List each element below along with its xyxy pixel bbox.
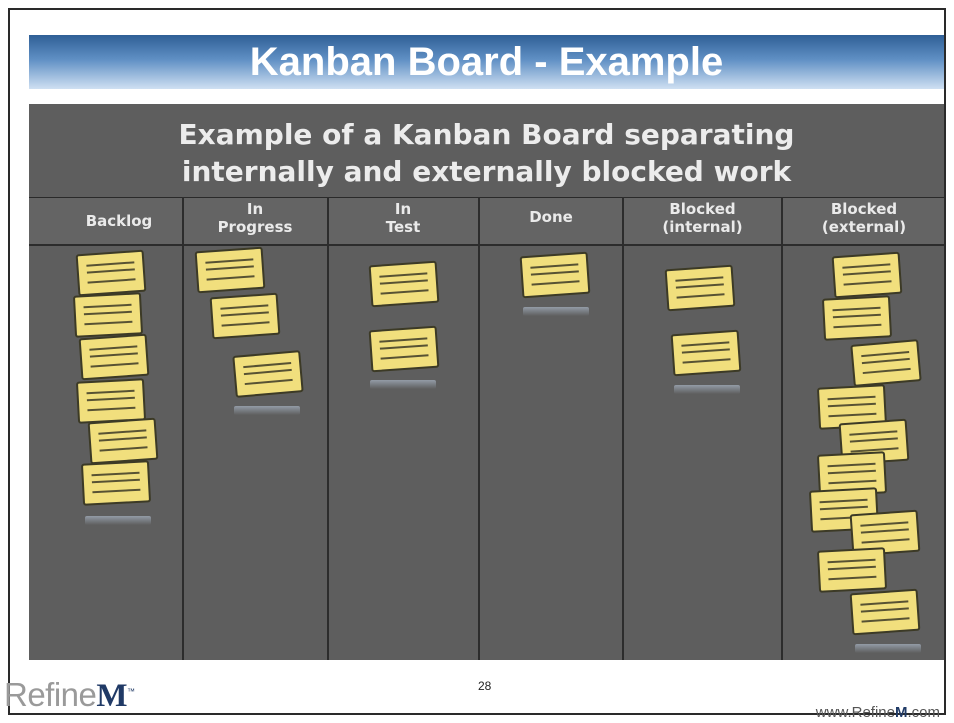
column-label: (internal) — [662, 218, 743, 236]
note-reflection — [234, 406, 300, 415]
sticky-note-card — [816, 547, 888, 593]
column-header-blocked-internal: Blocked (internal) — [625, 200, 780, 236]
sticky-note-card — [368, 260, 440, 308]
sticky-note-card — [232, 350, 304, 398]
slide-title: Kanban Board - Example — [249, 40, 724, 84]
website-url: www.RefineM.com — [816, 704, 940, 721]
title-bar: Kanban Board - Example — [29, 35, 944, 89]
column-label: Done — [529, 208, 573, 226]
note-reflection — [855, 644, 921, 653]
column-header-in-progress: In Progress — [185, 200, 325, 236]
sticky-note-card — [670, 329, 742, 377]
column-header-band — [29, 197, 944, 246]
logo-text: Refine — [4, 676, 97, 713]
column-divider — [182, 197, 184, 660]
column-label: (external) — [821, 218, 907, 236]
trademark-mark: ™ — [127, 687, 135, 696]
column-divider — [327, 197, 329, 660]
column-header-done: Done — [481, 208, 621, 226]
sticky-note-card — [368, 325, 440, 373]
refinem-logo: RefineM™ — [4, 676, 135, 715]
column-label: Backlog — [85, 212, 153, 230]
page-number: 28 — [478, 679, 492, 693]
board-title-line-2: internally and externally blocked work — [181, 155, 792, 188]
sticky-note-card — [87, 417, 159, 465]
column-header-in-test: In Test — [330, 200, 476, 236]
sticky-note-card — [664, 264, 736, 312]
column-divider — [622, 197, 624, 660]
sticky-note-card — [831, 251, 903, 299]
sticky-note-card — [75, 249, 147, 297]
column-label: Test — [385, 218, 421, 236]
note-reflection — [674, 385, 740, 394]
sticky-note-card — [78, 333, 150, 381]
note-reflection — [85, 516, 151, 525]
sticky-note-card — [72, 292, 144, 338]
column-label: In — [394, 200, 412, 218]
website-suffix: .com — [907, 704, 940, 721]
column-header-blocked-external: Blocked (external) — [784, 200, 944, 236]
column-header-backlog: Backlog — [59, 212, 179, 230]
website-prefix: www.Refine — [815, 704, 895, 721]
column-label: Blocked — [669, 200, 736, 218]
column-divider — [478, 197, 480, 660]
sticky-note-card — [849, 588, 921, 636]
board-title-line-1: Example of a Kanban Board separating — [178, 118, 795, 151]
note-reflection — [523, 307, 589, 316]
sticky-note-card — [519, 251, 591, 299]
sticky-note-card — [80, 460, 152, 506]
kanban-board-image: Example of a Kanban Board separating int… — [29, 104, 944, 660]
sticky-note-card — [821, 295, 893, 341]
sticky-note-card — [194, 246, 266, 294]
logo-text-strong: M — [96, 678, 128, 714]
column-label: Blocked — [830, 200, 898, 218]
sticky-note-card — [75, 378, 147, 424]
column-label: In — [246, 200, 264, 218]
column-label: Progress — [217, 218, 293, 236]
sticky-note-card — [850, 339, 922, 387]
website-strong: M — [894, 704, 908, 721]
sticky-note-card — [209, 292, 281, 340]
column-divider — [781, 197, 783, 660]
note-reflection — [370, 380, 436, 389]
